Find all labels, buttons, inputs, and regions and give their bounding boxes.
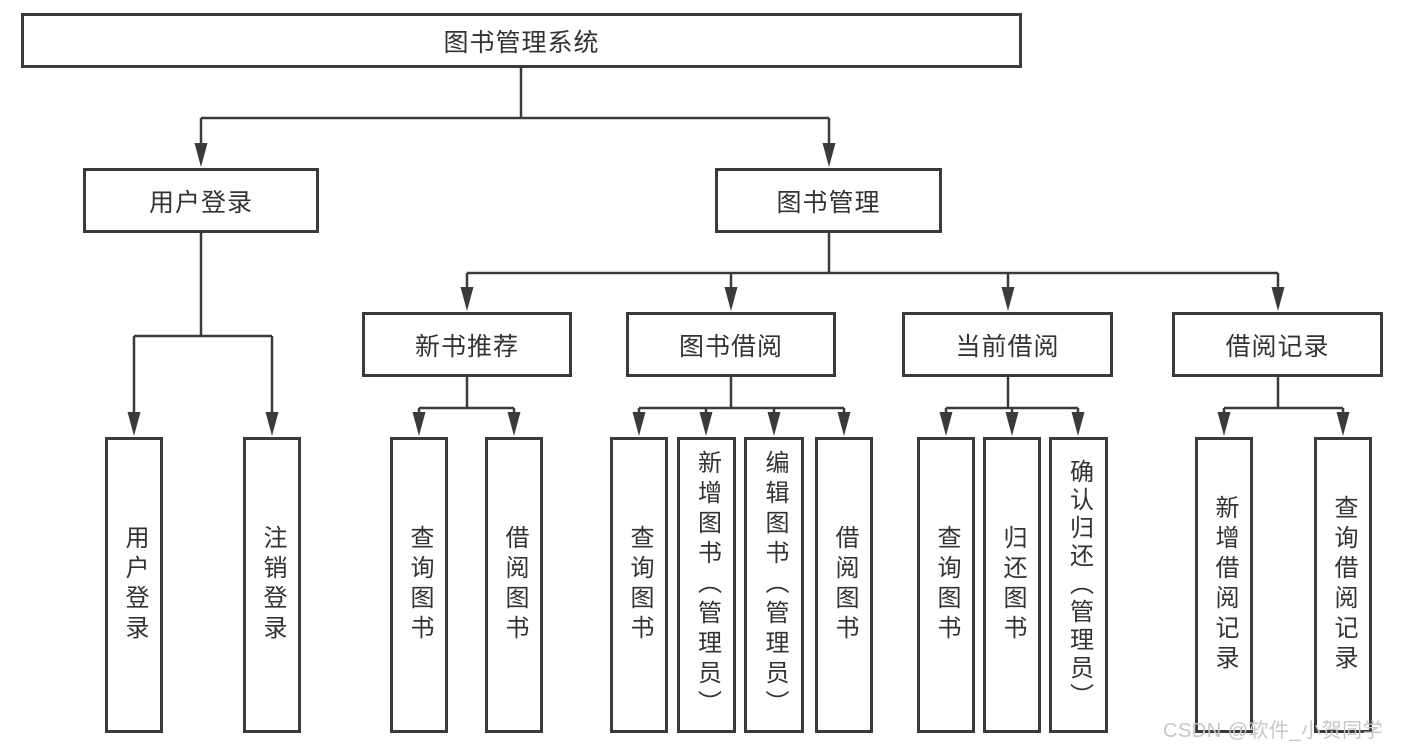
node-label: 查询借阅记录: [1330, 495, 1357, 675]
node-label: 注销登录: [259, 525, 286, 645]
node-add-borrowing-record: 新增借阅记录: [1195, 437, 1253, 733]
node-borrow-books-1: 借阅图书: [485, 437, 543, 733]
node-query-books-1: 查询图书: [390, 437, 448, 733]
node-label: 查询图书: [406, 525, 433, 645]
node-current-borrowing: 当前借阅: [902, 312, 1113, 377]
node-query-books-2: 查询图书: [610, 437, 668, 733]
node-label: 查询图书: [626, 525, 653, 645]
arrowheads: [127, 143, 1350, 436]
node-borrowing-records: 借阅记录: [1172, 312, 1383, 377]
node-query-borrowing-record: 查询借阅记录: [1314, 437, 1372, 733]
csdn-watermark: CSDN @软件_小贺同学: [1163, 720, 1384, 742]
node-borrow-books-2: 借阅图书: [815, 437, 873, 733]
node-label: 查询图书: [933, 525, 960, 645]
node-label: 确认归还（管理员）: [1065, 459, 1093, 711]
node-book-management: 图书管理: [715, 168, 942, 233]
node-query-books-3: 查询图书: [917, 437, 975, 733]
node-library-management-system: 图书管理系统: [21, 13, 1022, 68]
node-label: 借阅图书: [831, 525, 858, 645]
node-label: 归还图书: [999, 525, 1026, 645]
node-user-login: 用户登录: [83, 168, 319, 233]
node-return-books: 归还图书: [983, 437, 1041, 733]
node-edit-books-admin: 编辑图书（管理员）: [744, 437, 804, 733]
node-logout: 注销登录: [243, 437, 301, 733]
node-book-borrowing: 图书借阅: [626, 312, 836, 377]
node-label: 新增借阅记录: [1211, 495, 1238, 675]
node-label: 用户登录: [121, 525, 148, 645]
node-confirm-return-admin: 确认归还（管理员）: [1049, 437, 1108, 733]
node-label: 编辑图书（管理员）: [761, 450, 788, 720]
node-new-book-recommendation: 新书推荐: [362, 312, 572, 377]
node-user-login-leaf: 用户登录: [105, 437, 163, 733]
node-label: 借阅图书: [501, 525, 528, 645]
node-label: 新增图书（管理员）: [693, 450, 721, 720]
node-add-books-admin: 新增图书（管理员）: [677, 437, 736, 733]
